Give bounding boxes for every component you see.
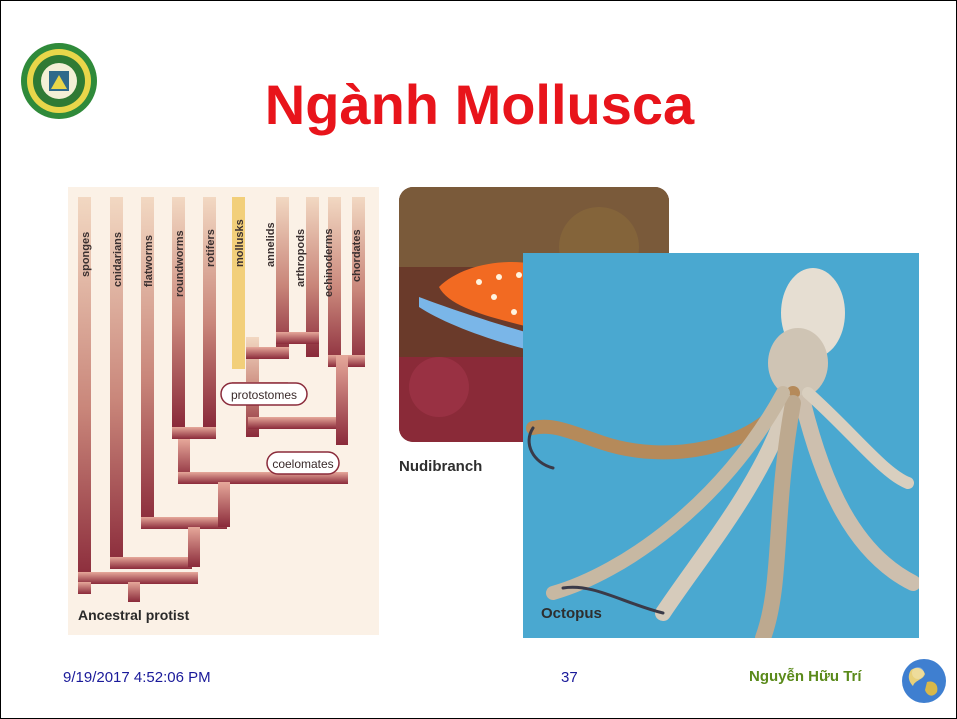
phylum-label: echinoderms xyxy=(323,229,335,297)
page-number: 37 xyxy=(561,669,578,686)
phylum-label: sponges xyxy=(80,232,92,277)
phylum-label: chordates xyxy=(351,229,363,282)
octopus-photo xyxy=(523,253,919,638)
phylum-label: cnidarians xyxy=(112,232,124,287)
phylum-label: annelids xyxy=(265,222,277,267)
root-label: Ancestral protist xyxy=(78,607,190,623)
phylum-label: roundworms xyxy=(174,230,186,297)
node-coelomates: coelomates xyxy=(272,457,333,471)
slide-title: Ngành Mollusca xyxy=(1,73,957,137)
octopus-caption: Octopus xyxy=(541,605,602,622)
globe-icon xyxy=(901,658,947,704)
phylum-label: flatworms xyxy=(143,235,155,287)
phylum-label: arthropods xyxy=(295,229,307,287)
footer-author: Nguyễn Hữu Trí xyxy=(749,668,862,685)
footer-date: 9/19/2017 4:52:06 PM xyxy=(63,669,211,686)
phylogenetic-tree: sponges cnidarians flatworms roundworms … xyxy=(68,187,379,635)
nudibranch-caption: Nudibranch xyxy=(399,458,482,475)
node-protostomes: protostomes xyxy=(231,388,297,402)
phylum-label: mollusks xyxy=(234,219,246,267)
phylum-label: rotifers xyxy=(205,229,217,267)
